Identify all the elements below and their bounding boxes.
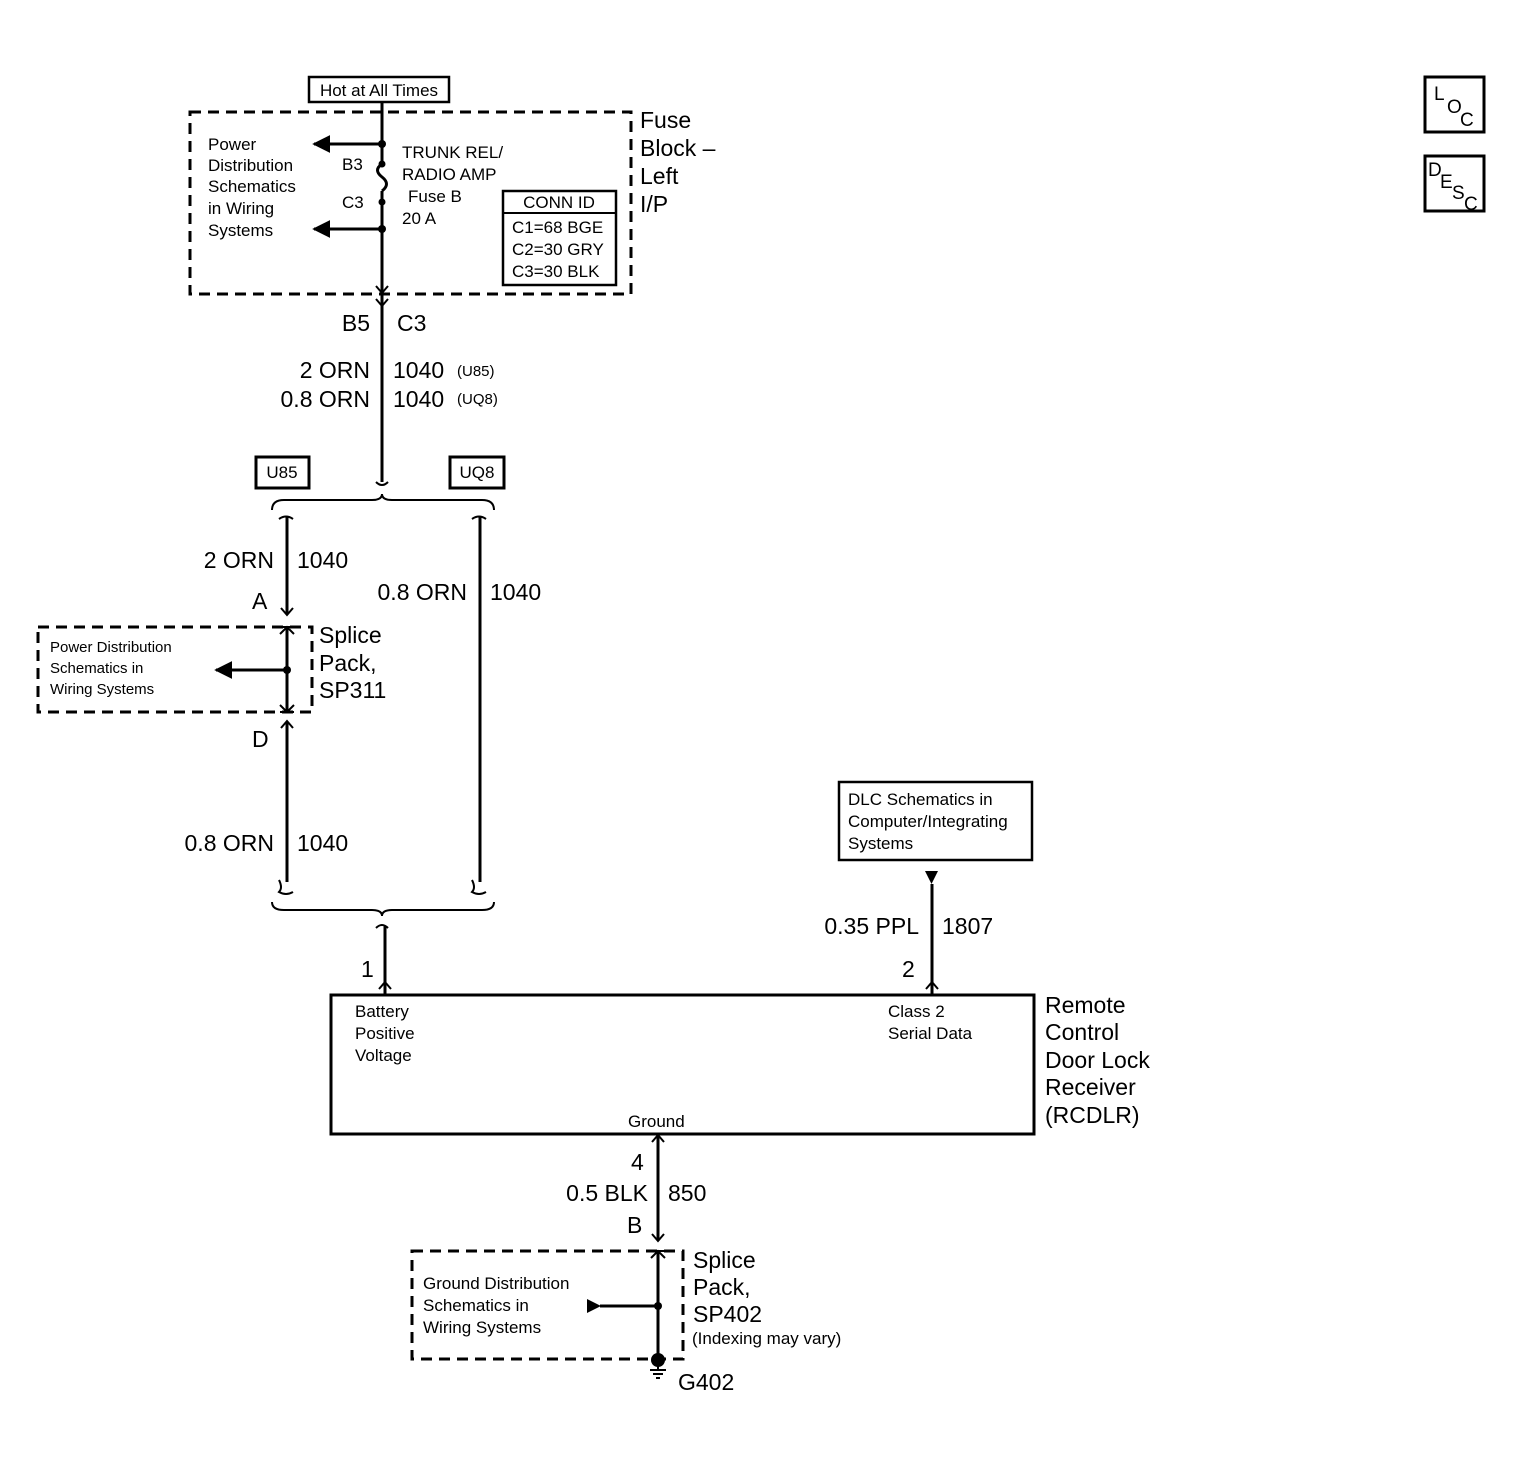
splice-pack-sp311: Power Distribution Schematics in Wiring … xyxy=(36,622,388,714)
receiver-pin-4: 4 xyxy=(631,1149,644,1175)
conn-id-row: C3=30 BLK xyxy=(512,262,600,281)
description-nav-icon[interactable]: D E S C xyxy=(1423,154,1486,215)
wire-gauge-label: 0.8 ORN xyxy=(185,830,274,856)
circuit-number-label: 1040 xyxy=(490,579,541,605)
power-distribution-reference: Power Distribution Schematics in Wiring … xyxy=(208,135,301,240)
hot-at-all-times-label: Hot at All Times xyxy=(320,81,438,100)
fuse-symbol xyxy=(376,162,388,193)
option-uq8-label: UQ8 xyxy=(460,463,495,482)
wire-gauge-label: 2 ORN xyxy=(300,357,370,383)
fuse-label: TRUNK REL/ RADIO AMP Fuse B 20 A xyxy=(402,143,508,228)
splice-pack-sp402: Ground Distribution Schematics in Wiring… xyxy=(410,1247,841,1361)
sp402-note: (Indexing may vary) xyxy=(692,1329,841,1348)
svg-text:E: E xyxy=(1440,172,1453,193)
pin-b5-label: B5 xyxy=(342,310,370,336)
hot-at-all-times-box: Hot at All Times xyxy=(307,75,451,104)
dlc-reference-text: DLC Schematics in Computer/Integrating S… xyxy=(848,790,1012,853)
pin-c3-output-label: C3 xyxy=(397,310,426,336)
option-u85-note: (U85) xyxy=(457,363,495,380)
pin-d-label: D xyxy=(252,726,269,752)
pin-c3-label: C3 xyxy=(342,193,364,212)
option-uq8-box: UQ8 xyxy=(448,455,506,490)
ground-label: Ground xyxy=(628,1112,685,1131)
merge-brace xyxy=(271,901,495,917)
svg-text:D: D xyxy=(1428,160,1442,181)
sp311-title: Splice Pack, SP311 xyxy=(319,622,388,703)
conn-id-title: CONN ID xyxy=(523,193,595,212)
svg-text:O: O xyxy=(1447,97,1462,118)
sp402-title: Splice Pack, SP402 xyxy=(693,1247,762,1327)
circuit-number-label: 1040 xyxy=(393,386,444,412)
wire-gauge-label: 2 ORN xyxy=(204,547,274,573)
rcdlr-title: Remote Control Door Lock Receiver (RCDLR… xyxy=(1045,992,1156,1128)
pin-b-label: B xyxy=(627,1212,642,1238)
dlc-reference-box: DLC Schematics in Computer/Integrating S… xyxy=(837,780,1034,862)
ground-point-label: G402 xyxy=(678,1369,734,1395)
ground-symbol-icon xyxy=(650,1353,666,1379)
receiver-pin-1: 1 xyxy=(361,956,374,982)
svg-text:C: C xyxy=(1464,194,1478,215)
wire-gauge-label: 0.5 BLK xyxy=(566,1180,648,1206)
circuit-number-label: 1807 xyxy=(942,913,993,939)
rcdlr-module: Battery Positive Voltage Class 2 Serial … xyxy=(329,992,1156,1136)
option-uq8-note: (UQ8) xyxy=(457,391,498,408)
svg-text:S: S xyxy=(1452,183,1465,204)
wire-gauge-label: 0.35 PPL xyxy=(824,913,919,939)
fuse-block-title: Fuse Block – Left I/P xyxy=(640,107,722,217)
ground-arrow-icon xyxy=(587,1299,601,1313)
circuit-number-label: 850 xyxy=(668,1180,706,1206)
conn-id-row: C2=30 GRY xyxy=(512,240,604,259)
option-u85-label: U85 xyxy=(266,463,297,482)
circuit-number-label: 1040 xyxy=(297,547,348,573)
conn-id-row: C1=68 BGE xyxy=(512,218,603,237)
sp402-reference: Ground Distribution Schematics in Wiring… xyxy=(423,1274,574,1337)
location-nav-icon[interactable]: L O C xyxy=(1423,75,1486,134)
svg-text:C: C xyxy=(1460,110,1474,131)
fuse-block: Fuse Block – Left I/P Power Distribution… xyxy=(188,102,722,296)
dlc-arrow-icon xyxy=(925,871,938,884)
conn-id-table: CONN ID C1=68 BGE C2=30 GRY C3=30 BLK xyxy=(501,189,618,287)
wire-gauge-label: 0.8 ORN xyxy=(281,386,370,412)
pin-b3-label: B3 xyxy=(342,155,363,174)
serial-data-label: Class 2 Serial Data xyxy=(888,1002,973,1043)
sp311-reference: Power Distribution Schematics in Wiring … xyxy=(50,639,176,698)
receiver-pin-2: 2 xyxy=(902,956,915,982)
circuit-number-label: 1040 xyxy=(393,357,444,383)
pin-a-label: A xyxy=(252,588,268,614)
option-brace xyxy=(271,493,495,511)
circuit-number-label: 1040 xyxy=(297,830,348,856)
option-u85-box: U85 xyxy=(254,455,311,490)
battery-positive-label: Battery Positive Voltage xyxy=(355,1002,419,1065)
wire-gauge-label: 0.8 ORN xyxy=(378,579,467,605)
svg-text:L: L xyxy=(1434,84,1445,105)
